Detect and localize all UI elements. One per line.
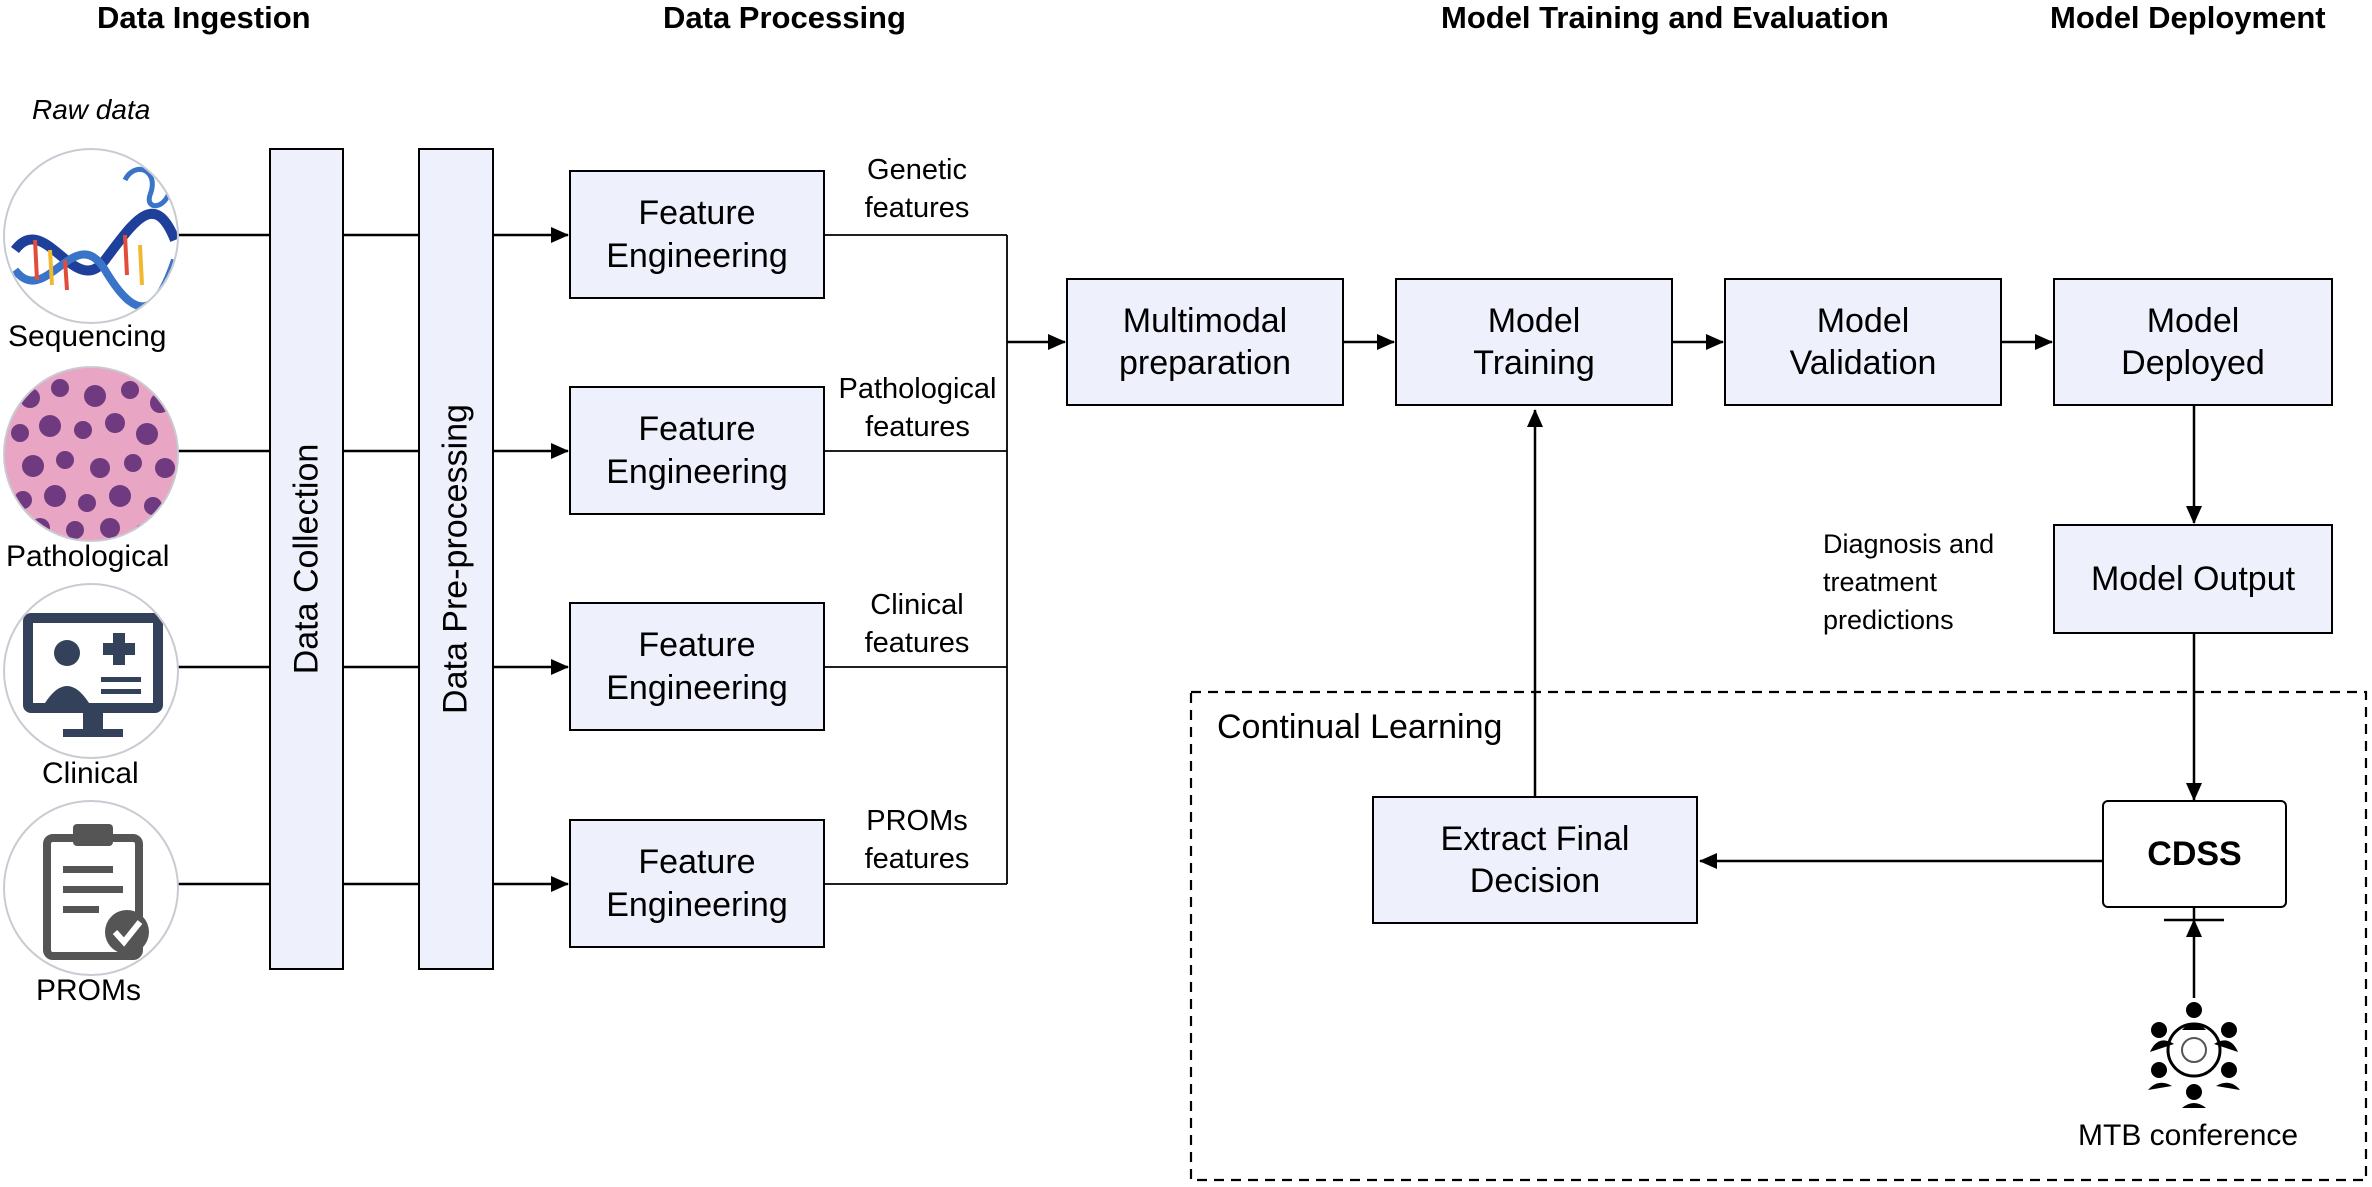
multimodal-preparation-box: Multimodal preparation	[1066, 278, 1344, 406]
genetic-features-label: Genetic features	[864, 154, 970, 224]
section-title-processing: Data Processing	[663, 0, 906, 35]
cdss-box: CDSS	[2102, 800, 2287, 908]
pathological-label: Pathological	[6, 540, 170, 573]
data-collection-bar: Data Collection	[269, 148, 344, 970]
section-title-deployment: Model Deployment	[2050, 0, 2326, 35]
feature-engineering-clinical: Feature Engineering	[569, 602, 825, 731]
model-training-box: Model Training	[1395, 278, 1673, 406]
proms-label: PROMs	[36, 974, 141, 1007]
source-connectors	[178, 233, 419, 886]
pathological-features-label: Pathological features	[838, 373, 997, 443]
feature-engineering-genetic: Feature Engineering	[569, 170, 825, 299]
feature-engineering-proms: Feature Engineering	[569, 819, 825, 948]
feature-engineering-pathological: Feature Engineering	[569, 386, 825, 515]
data-preprocessing-label: Data Pre-processing	[436, 404, 475, 714]
continual-learning-label: Continual Learning	[1217, 708, 1503, 746]
continual-learning-region	[1189, 690, 2368, 1182]
model-output-box: Model Output	[2053, 524, 2333, 634]
data-preprocessing-bar: Data Pre-processing	[418, 148, 494, 970]
dna-icon	[11, 164, 177, 311]
clinical-label: Clinical	[42, 757, 139, 790]
mtb-conference-label: MTB conference	[2078, 1119, 2299, 1152]
pipeline-arrows	[1344, 334, 2202, 998]
clinician-monitor-icon	[23, 613, 163, 737]
clinical-source	[3, 583, 179, 759]
proms-features-label: PROMs features	[864, 805, 970, 875]
tissue-slide-icon	[5, 368, 177, 540]
sequencing-source	[3, 148, 179, 324]
model-validation-box: Model Validation	[1724, 278, 2002, 406]
clinical-features-label: Clinical features	[864, 589, 970, 659]
section-title-training: Model Training and Evaluation	[1441, 0, 1889, 35]
extract-final-decision-box: Extract Final Decision	[1372, 796, 1698, 924]
preprocessing-arrows	[493, 227, 569, 892]
raw-data-label: Raw data	[32, 94, 151, 125]
model-deployed-box: Model Deployed	[2053, 278, 2333, 406]
feature-merge-connector	[824, 234, 1008, 885]
proms-source	[3, 800, 179, 976]
pathological-source	[3, 366, 179, 542]
section-title-ingestion: Data Ingestion	[97, 0, 311, 35]
cdss-stand	[2164, 908, 2224, 922]
data-collection-label: Data Collection	[287, 443, 325, 675]
predictions-note: Diagnosis and treatment predictions	[1823, 529, 1995, 635]
mtb-conference-icon	[2148, 1002, 2240, 1108]
clipboard-check-icon	[43, 824, 149, 960]
sequencing-label: Sequencing	[8, 320, 167, 353]
